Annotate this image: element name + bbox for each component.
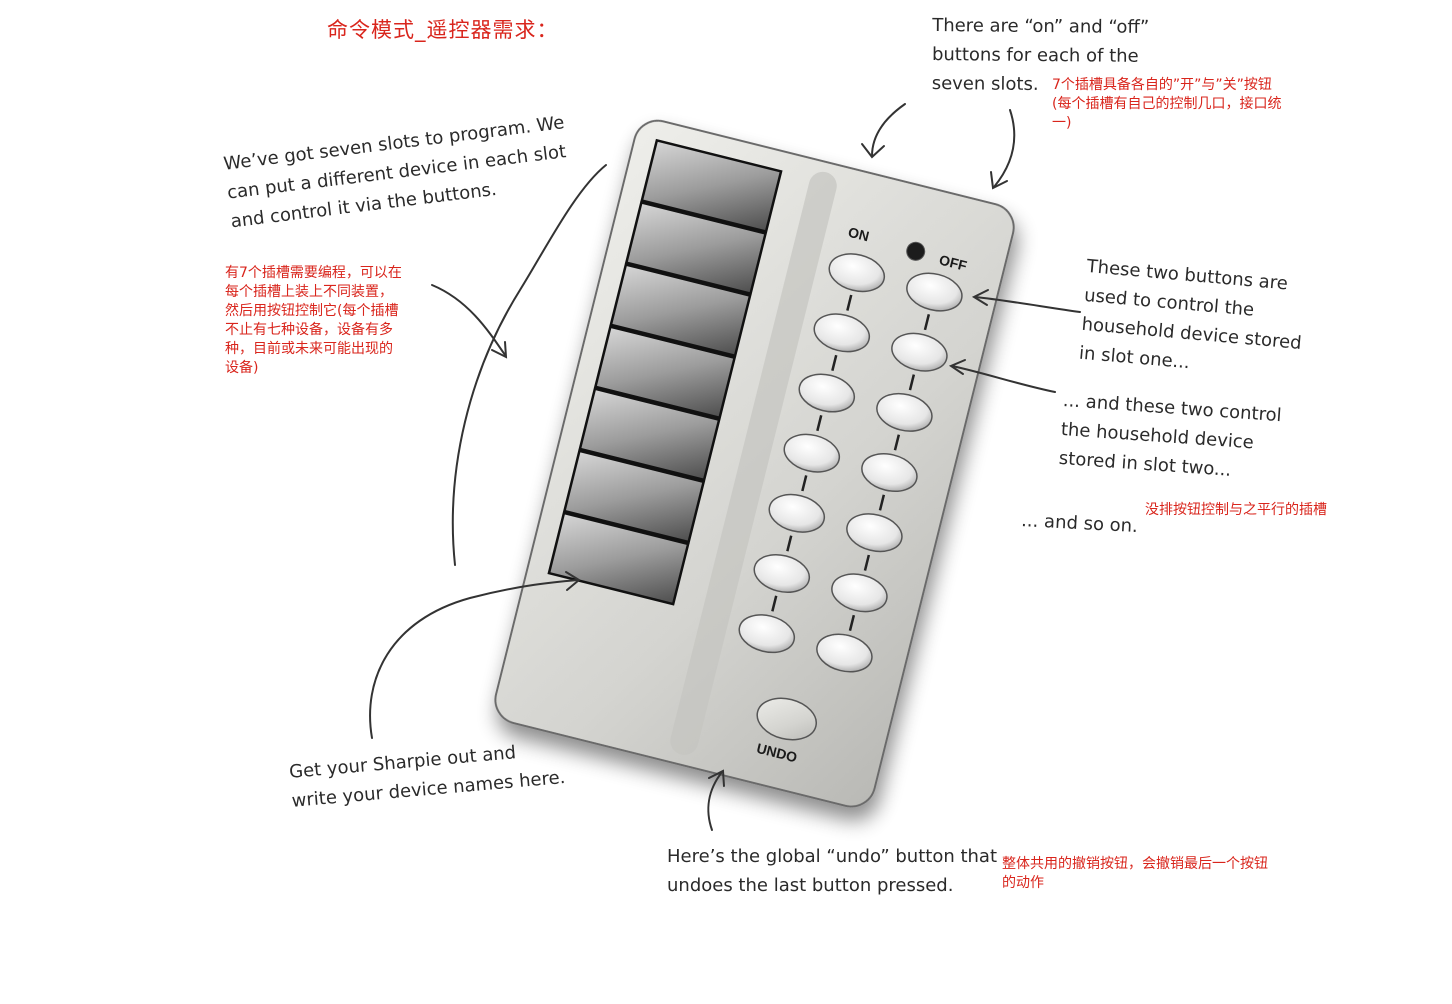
on-button-slot-5[interactable]	[765, 489, 828, 537]
device-slot-4	[593, 325, 737, 420]
off-button-connector	[923, 314, 931, 331]
arrow-sharpie-head	[565, 571, 581, 591]
on-button-connector	[801, 475, 808, 492]
off-button-slot-4[interactable]	[858, 448, 921, 496]
off-button-slot-3[interactable]	[873, 388, 936, 436]
note-slots-cn-line: 种，目前或未来可能出现的	[225, 341, 393, 357]
note-slots-cn-line: 设备)	[225, 360, 259, 376]
on-button-connector	[816, 415, 823, 432]
on-button-connector	[831, 354, 838, 371]
device-slot-3	[609, 263, 752, 358]
note-on-off-cn-line: 一)	[1052, 115, 1072, 131]
off-button-connector	[908, 374, 916, 391]
indicator-led	[906, 241, 926, 261]
note-undo-line: undoes the last button pressed.	[667, 875, 954, 896]
note-so-on-cn: 没排按钮控制与之平行的插槽	[1145, 502, 1327, 518]
off-button-slot-6[interactable]	[828, 569, 891, 617]
note-slots-cn-line: 每个插槽上装上不同装置，	[225, 284, 393, 300]
off-button-slot-7[interactable]	[813, 629, 876, 677]
device-slot-6	[562, 449, 706, 544]
off-button-connector	[893, 434, 901, 451]
on-button-slot-1[interactable]	[825, 248, 888, 296]
arrow-on-button-head	[861, 143, 885, 159]
arrow-undo-head	[708, 769, 725, 787]
note-on-off-line: buttons for each of the	[931, 44, 1139, 67]
note-so-on: ... and so on.	[1020, 509, 1139, 538]
off-button-slot-2[interactable]	[888, 328, 951, 376]
device-slot-5	[578, 387, 721, 482]
note-slots-cn: 有7个插槽需要编程，可以在 每个插槽上装上不同装置， 然后用按钮控制它(每个插槽…	[225, 264, 402, 378]
remote-divider	[670, 171, 837, 755]
on-label: ON	[847, 224, 871, 245]
off-button-connector	[863, 554, 871, 571]
note-on-off-cn-line: 7个插槽具备各自的”开”与”关”按钮	[1052, 77, 1272, 93]
off-label: OFF	[938, 252, 969, 274]
undo-button[interactable]	[753, 692, 821, 745]
on-button-slot-6[interactable]	[750, 549, 813, 597]
page-title: 命令模式_遥控器需求：	[327, 18, 559, 42]
arrow-slot-two-head	[948, 359, 966, 375]
on-button-slot-7[interactable]	[735, 609, 798, 657]
note-on-off-cn-line: (每个插槽有自己的控制几口，接口统	[1052, 96, 1282, 112]
note-undo: Here’s the global “undo” button that und…	[667, 842, 997, 900]
arrow-off-button	[993, 109, 1016, 188]
off-button-slot-1[interactable]	[903, 268, 966, 316]
on-button-connector	[786, 535, 793, 552]
on-button-connector	[771, 595, 778, 612]
off-button-connector	[878, 494, 886, 511]
annotation-arrows	[369, 103, 1081, 831]
note-undo-cn: 整体共用的撤销按钮，会撤销最后一个按钮 的动作	[1002, 855, 1268, 893]
arrow-slots-inner	[431, 284, 506, 356]
note-undo-cn-line: 的动作	[1002, 875, 1044, 891]
on-button-slot-3[interactable]	[795, 369, 858, 417]
arrow-on-button	[871, 103, 906, 157]
arrow-sharpie	[369, 579, 579, 739]
arrow-undo	[707, 771, 723, 831]
on-button-slot-2[interactable]	[810, 309, 873, 357]
note-slots-cn-line: 不止有七种设备，设备有多	[225, 322, 393, 338]
note-slot-one: These two buttons are used to control th…	[1078, 252, 1308, 387]
arrow-slots	[451, 164, 607, 566]
device-slot-7	[547, 511, 690, 606]
arrow-slots-head	[491, 341, 508, 359]
note-undo-cn-line: 整体共用的撤销按钮，会撤销最后一个按钮	[1002, 856, 1268, 872]
arrow-slot-one-head	[971, 289, 989, 306]
note-on-off-cn: 7个插槽具备各自的”开”与”关”按钮 (每个插槽有自己的控制几口，接口统 一)	[1052, 76, 1281, 133]
note-slots-cn-line: 然后用按钮控制它(每个插槽	[225, 303, 399, 319]
off-button-connector	[848, 614, 856, 631]
note-on-off-line: There are “on” and “off”	[932, 15, 1150, 38]
device-slot-1	[640, 138, 783, 234]
arrow-slot-one	[974, 296, 1081, 313]
note-slot-two: ... and these two control the household …	[1058, 386, 1283, 488]
on-button-connector	[846, 294, 853, 311]
slot-panel	[547, 138, 783, 606]
device-slot-2	[624, 200, 768, 296]
on-button-slot-4[interactable]	[780, 429, 843, 477]
note-undo-line: Here’s the global “undo” button that	[667, 846, 998, 867]
arrow-slot-two	[951, 365, 1056, 393]
note-slots-cn-line: 有7个插槽需要编程，可以在	[225, 265, 402, 281]
off-button-slot-5[interactable]	[843, 508, 906, 556]
button-panel	[735, 248, 966, 677]
arrow-off-button-head	[990, 171, 1008, 190]
